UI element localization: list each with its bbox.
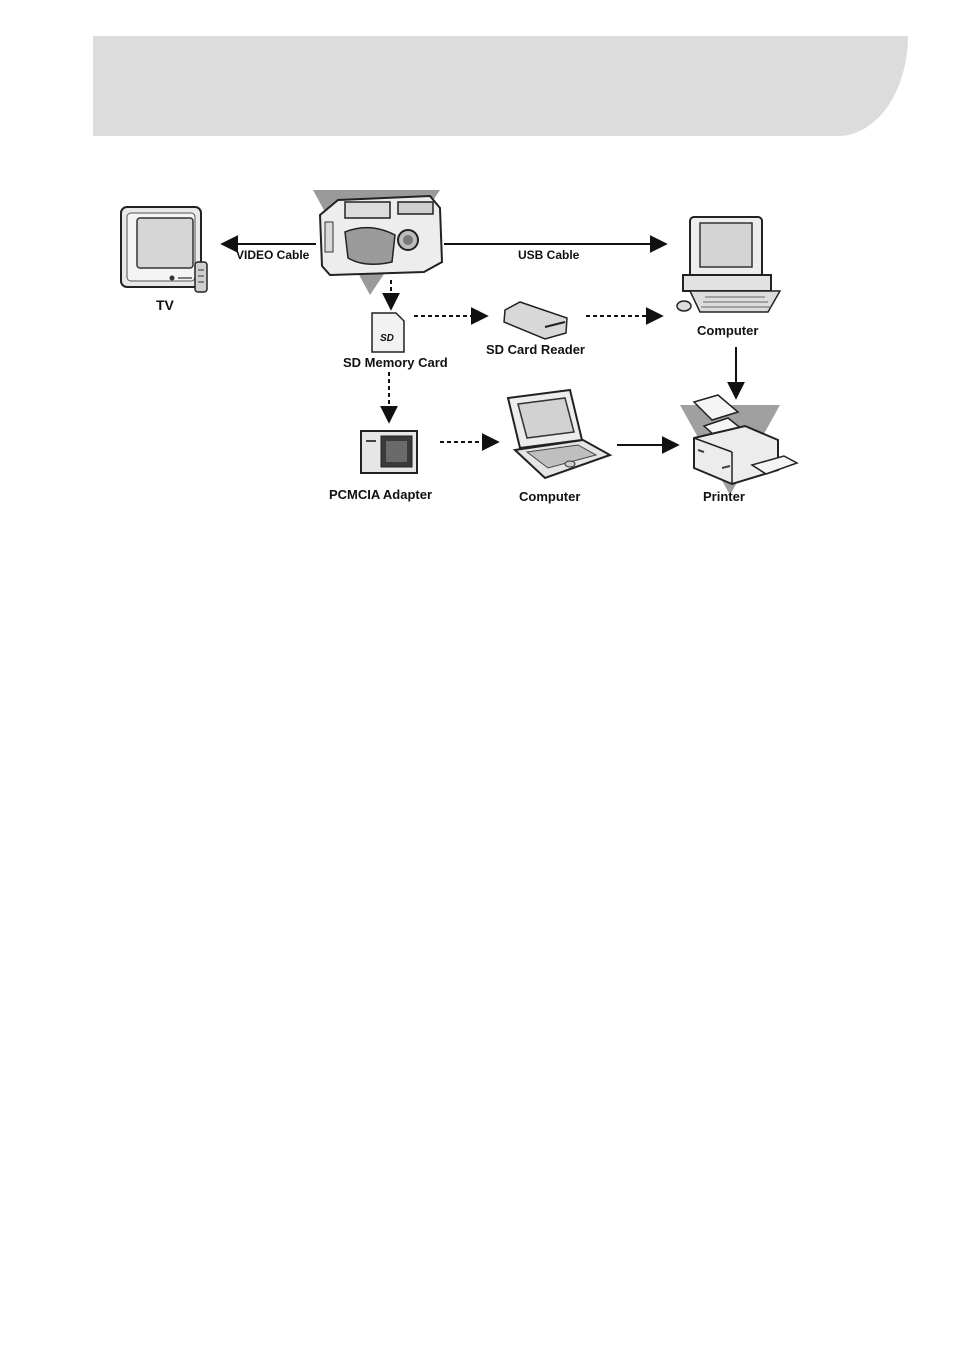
sd-card-icon: SD [371, 312, 405, 353]
video-cable-label: VIDEO Cable [236, 248, 310, 262]
sd-card-reader-label: SD Card Reader [486, 342, 585, 357]
tv-label: TV [156, 297, 175, 313]
desktop-computer-label: Computer [697, 323, 758, 338]
printer-label: Printer [703, 489, 745, 504]
desktop-computer-icon [676, 216, 782, 313]
pcmcia-adapter-label: PCMCIA Adapter [329, 487, 432, 502]
camera-icon [313, 190, 444, 295]
tv-icon [120, 206, 208, 293]
sd-memory-card-label: SD Memory Card [343, 355, 448, 370]
usb-cable-label: USB Cable [518, 248, 580, 262]
pcmcia-adapter-icon [360, 430, 418, 474]
header-band [93, 36, 908, 136]
sd-logo: SD [380, 333, 394, 344]
laptop-computer-label: Computer [519, 489, 580, 504]
card-reader-icon [503, 301, 568, 340]
printer-icon [680, 394, 799, 495]
laptop-icon [506, 388, 613, 480]
